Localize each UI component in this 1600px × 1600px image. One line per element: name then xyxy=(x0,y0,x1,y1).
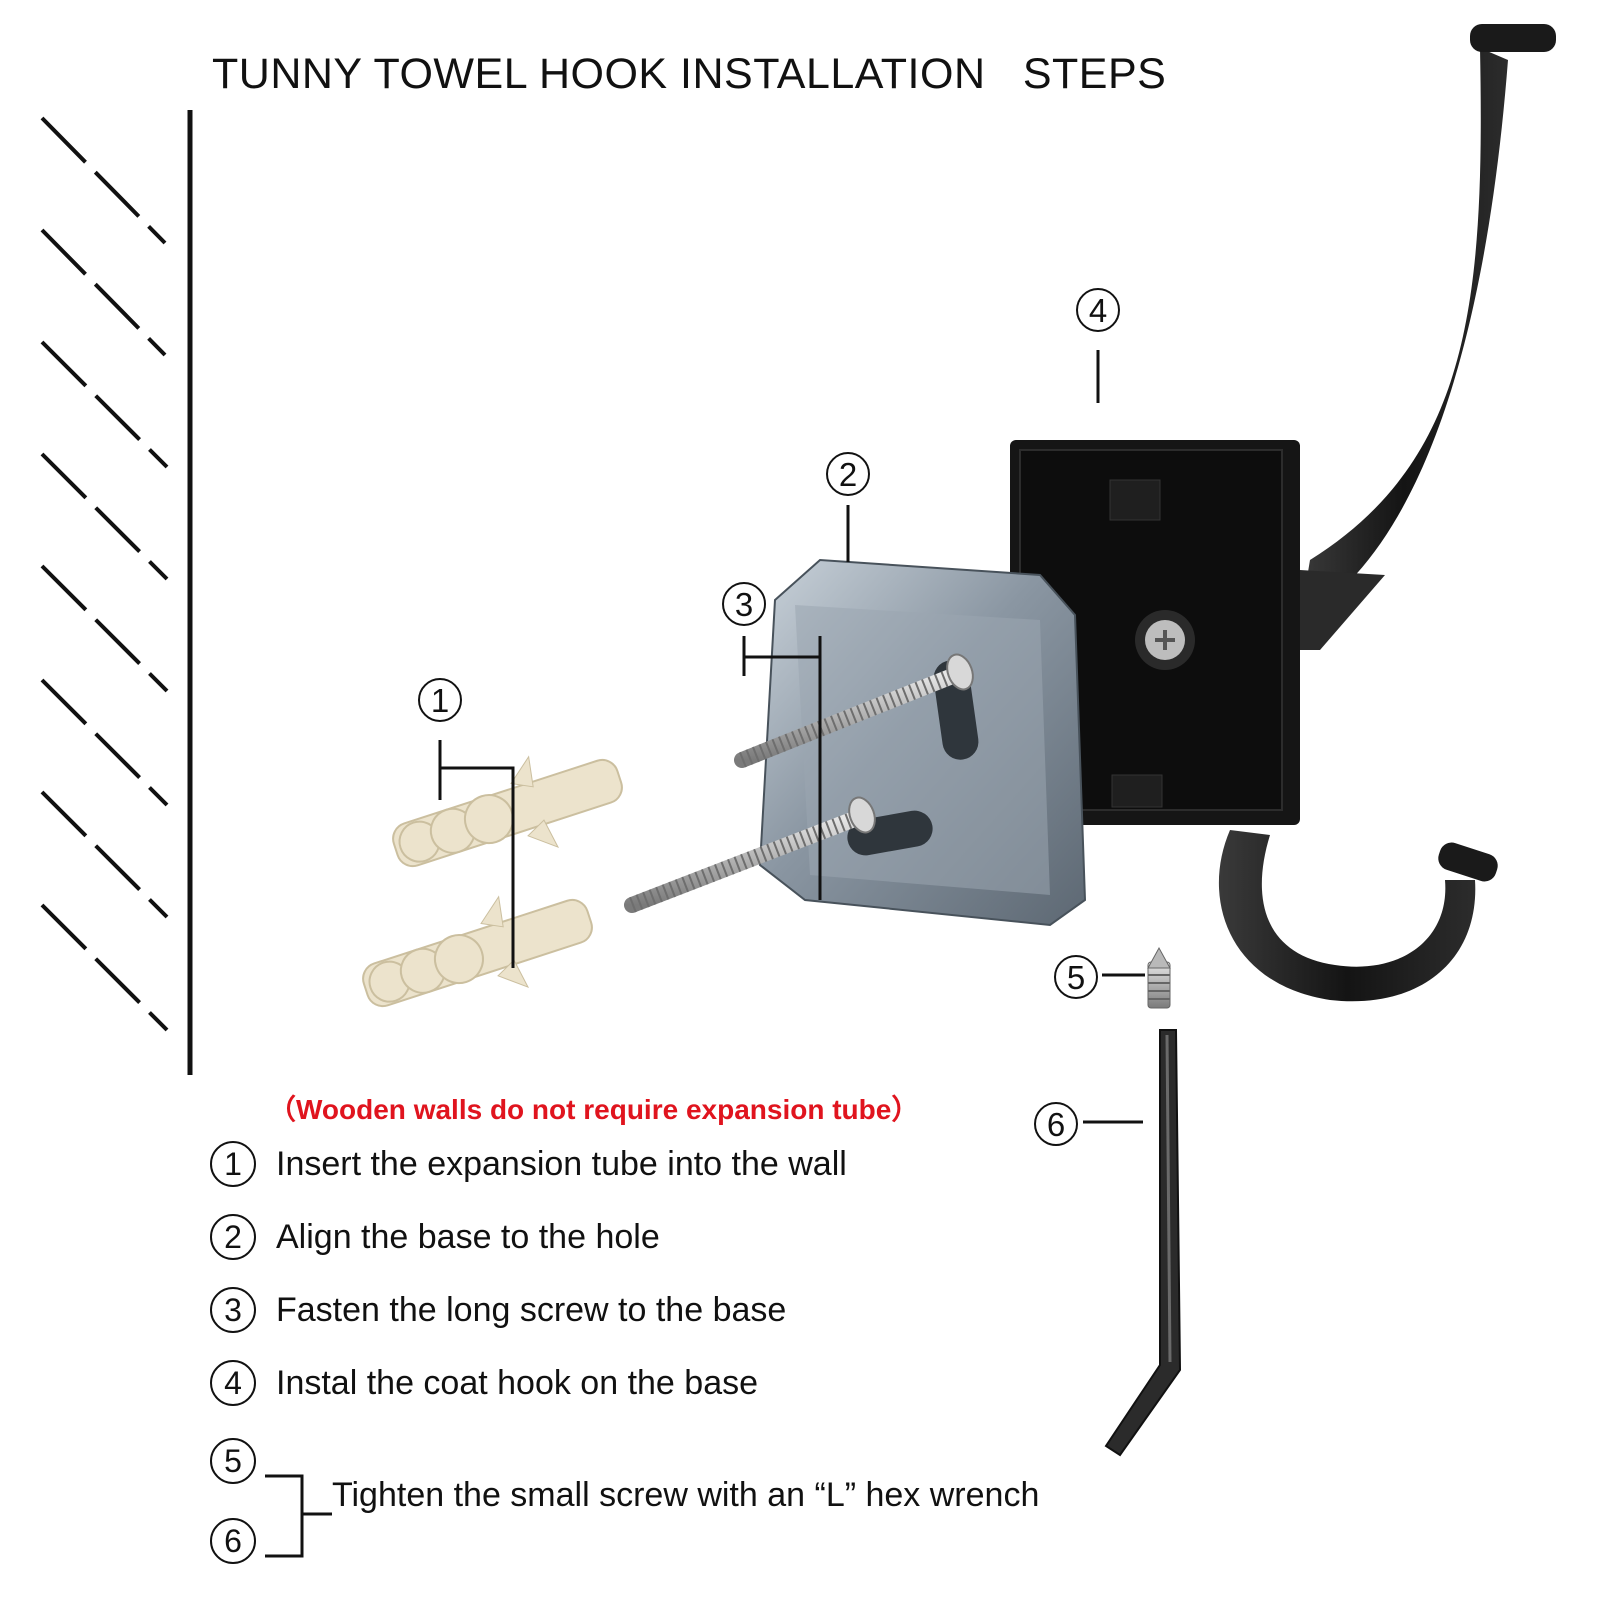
callout-4: 4 xyxy=(1076,288,1120,332)
step-number: 3 xyxy=(210,1287,256,1333)
page-title: TUNNY TOWEL HOOK INSTALLATION STEPS xyxy=(212,50,1167,98)
step-number: 4 xyxy=(210,1360,256,1406)
step-2: 2 Align the base to the hole xyxy=(210,1214,660,1260)
callout-5: 5 xyxy=(1054,955,1098,999)
step-text: Align the base to the hole xyxy=(276,1217,660,1256)
step-1: 1 Insert the expansion tube into the wal… xyxy=(210,1141,847,1187)
mounting-base-icon xyxy=(758,558,1087,927)
callout-3: 3 xyxy=(722,582,766,626)
step-5-number: 5 xyxy=(210,1438,256,1484)
final-step-text: Tighten the small screw with an “L” hex … xyxy=(332,1476,1040,1514)
step-number: 2 xyxy=(210,1214,256,1260)
leader-lines xyxy=(438,350,1145,1124)
wall-hatching-icon xyxy=(40,110,193,1075)
callout-2: 2 xyxy=(826,452,870,496)
step-text: Fasten the long screw to the base xyxy=(276,1290,787,1329)
wooden-wall-note: （Wooden walls do not require expansion t… xyxy=(268,1094,920,1125)
expansion-tube-icon xyxy=(362,755,623,1008)
callout-6: 6 xyxy=(1034,1102,1078,1146)
hex-wrench-icon xyxy=(1104,1029,1182,1457)
step-6-number: 6 xyxy=(210,1518,256,1564)
callout-1: 1 xyxy=(418,678,462,722)
final-step-bracket xyxy=(265,1474,332,1558)
step-3: 3 Fasten the long screw to the base xyxy=(210,1287,786,1333)
set-screw-icon xyxy=(1147,946,1171,1009)
step-text: Insert the expansion tube into the wall xyxy=(276,1144,847,1183)
coat-hook-icon xyxy=(1010,24,1556,1002)
step-text: Instal the coat hook on the base xyxy=(276,1363,759,1402)
step-number: 1 xyxy=(210,1141,256,1187)
step-4: 4 Instal the coat hook on the base xyxy=(210,1360,758,1406)
